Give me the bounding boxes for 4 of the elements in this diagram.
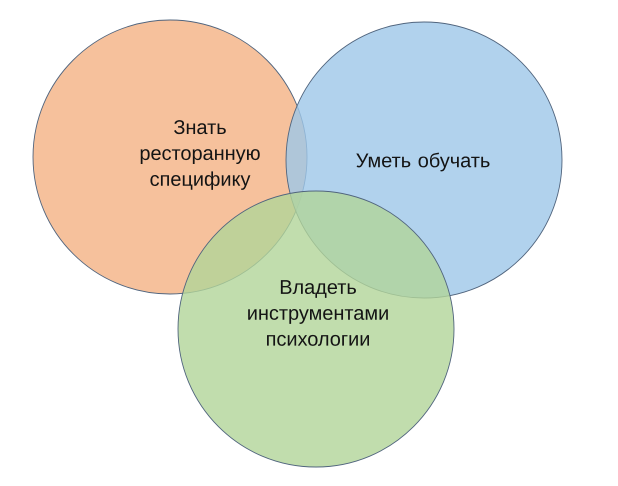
circle-label: Владеть инструментами психологии bbox=[248, 280, 388, 346]
circle-label: Знать ресторанную специфику bbox=[140, 120, 260, 190]
venn-circle bbox=[178, 190, 454, 468]
circle-label: Уметь обучать bbox=[356, 152, 490, 172]
